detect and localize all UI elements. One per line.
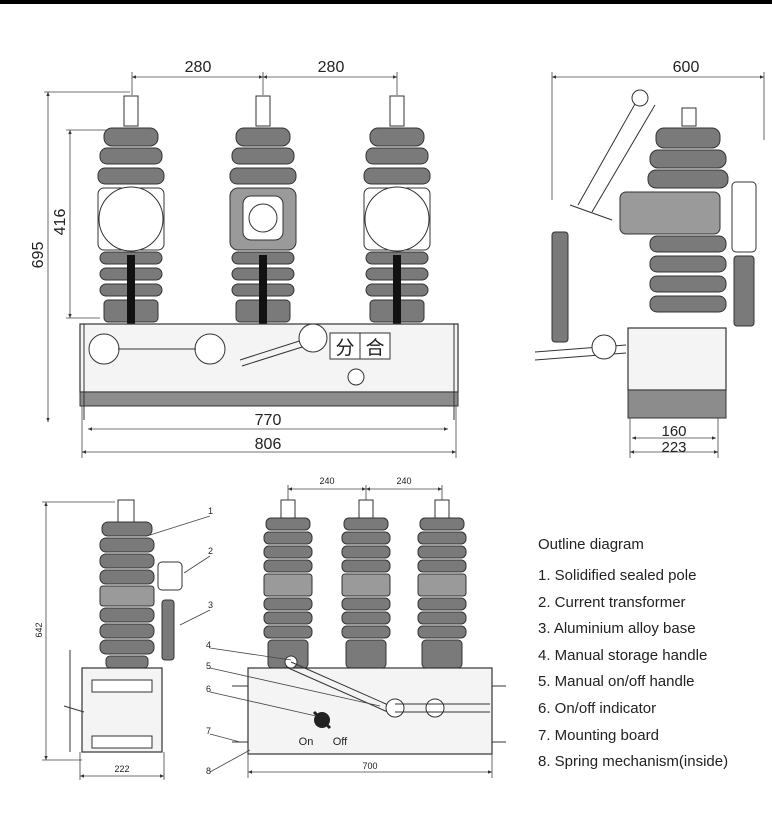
callout-7: 7 (206, 726, 211, 736)
front-base-box (79, 323, 459, 393)
lower-pole-1 (263, 499, 313, 669)
lower-pole-3 (417, 499, 467, 669)
callout-5: 5 (206, 661, 211, 671)
callout-6: 6 (206, 684, 211, 694)
callout-1: 1 (208, 506, 213, 516)
dim-total-height: 695 (30, 242, 47, 269)
lower-pole-2 (341, 499, 391, 669)
front-pole-3 (363, 95, 431, 325)
legend-item: 1. Solidified sealed pole (538, 567, 697, 584)
callout-2: 2 (208, 546, 213, 556)
callout-8: 8 (206, 766, 211, 776)
legend-item: 6. On/off indicator (538, 699, 657, 717)
dim-phase-spacing-right: 280 (318, 59, 345, 76)
dim-phase-spacing-left: 280 (185, 59, 212, 76)
legend-item: 5. Manual on/off handle (538, 673, 695, 691)
dim-depth: 600 (673, 59, 700, 76)
label-open: 分 (335, 337, 354, 359)
lower-base-box (247, 667, 493, 755)
callout-4: 4 (206, 640, 211, 650)
front-view: 280 280 695 416 (30, 59, 459, 458)
dim-pole-height: 416 (52, 209, 69, 236)
callout-3: 3 (208, 600, 213, 610)
dim-mounting-width: 770 (255, 412, 282, 429)
front-pole-2 (229, 95, 297, 325)
lower-side-view: 642 1 2 3 222 (34, 499, 213, 780)
dim-lower-spacing-left: 240 (319, 476, 334, 486)
legend-item: 3. Aluminium alloy base (538, 620, 696, 638)
indicator-on: On (299, 736, 314, 748)
label-close: 合 (365, 337, 384, 359)
front-pole-1 (97, 95, 165, 325)
dim-base-outer: 223 (661, 439, 686, 456)
top-border-bar (0, 0, 772, 4)
legend-item: 2. Current transformer (538, 593, 686, 611)
legend-title: Outline diagram (538, 536, 644, 553)
legend-item: 7. Mounting board (538, 726, 659, 744)
indicator-off: Off (333, 736, 348, 748)
dim-lower-spacing-right: 240 (396, 476, 411, 486)
legend-item: 8. Spring mechanism(inside) (538, 753, 729, 771)
dim-base-inner: 160 (661, 423, 686, 440)
side-view: 600 160 223 (534, 59, 765, 458)
dim-lower-base-700: 700 (362, 761, 377, 771)
legend-item: 4. Manual storage handle (538, 646, 708, 664)
dim-overall-width: 806 (255, 436, 282, 453)
dim-lower-height: 642 (34, 622, 44, 637)
lower-front-view: 240 240 (206, 476, 506, 778)
dim-lower-base-width: 222 (114, 764, 129, 774)
legend: Outline diagram 1. Solidified sealed pol… (538, 536, 728, 776)
